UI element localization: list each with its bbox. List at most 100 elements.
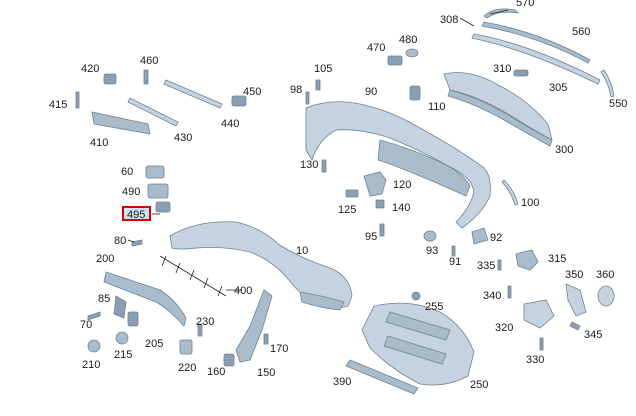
label-250[interactable]: 250 bbox=[470, 379, 488, 391]
label-480[interactable]: 480 bbox=[399, 34, 417, 46]
label-305[interactable]: 305 bbox=[549, 82, 567, 94]
part-120-bracket[interactable] bbox=[363, 171, 387, 197]
label-300[interactable]: 300 bbox=[555, 144, 573, 156]
part-210-grommet[interactable] bbox=[87, 339, 101, 353]
part-470-bracket[interactable] bbox=[387, 55, 403, 66]
part-570-trim-strip[interactable] bbox=[483, 8, 520, 19]
part-360-ring[interactable] bbox=[597, 285, 615, 307]
label-390[interactable]: 390 bbox=[333, 376, 351, 388]
part-320-housing[interactable] bbox=[523, 299, 555, 329]
label-70[interactable]: 70 bbox=[80, 319, 92, 331]
part-460-pin[interactable] bbox=[143, 69, 149, 85]
part-300-diffuser-edge[interactable] bbox=[447, 89, 553, 147]
part-495-cap[interactable] bbox=[155, 201, 171, 213]
label-170[interactable]: 170 bbox=[270, 343, 288, 355]
label-440[interactable]: 440 bbox=[221, 118, 239, 130]
label-415[interactable]: 415 bbox=[49, 99, 67, 111]
label-490[interactable]: 490 bbox=[122, 186, 140, 198]
part-215-grommet[interactable] bbox=[115, 331, 129, 345]
part-80-screw[interactable] bbox=[131, 239, 143, 247]
label-80[interactable]: 80 bbox=[114, 235, 126, 247]
label-140[interactable]: 140 bbox=[392, 202, 410, 214]
part-205-clip[interactable] bbox=[127, 311, 139, 327]
part-255-nut[interactable] bbox=[411, 291, 421, 301]
label-430[interactable]: 430 bbox=[174, 132, 192, 144]
part-110-sensor[interactable] bbox=[409, 85, 421, 101]
part-10-bumper-lip[interactable] bbox=[299, 291, 345, 311]
part-200-lower-beam[interactable] bbox=[103, 271, 187, 327]
part-415-screw[interactable] bbox=[75, 91, 80, 109]
label-93[interactable]: 93 bbox=[426, 245, 438, 257]
label-10[interactable]: 10 bbox=[296, 245, 308, 257]
label-335[interactable]: 335 bbox=[477, 260, 495, 272]
label-420[interactable]: 420 bbox=[81, 63, 99, 75]
label-210[interactable]: 210 bbox=[82, 359, 100, 371]
label-255[interactable]: 255 bbox=[425, 301, 443, 313]
label-410[interactable]: 410 bbox=[90, 137, 108, 149]
label-340[interactable]: 340 bbox=[483, 290, 501, 302]
label-90[interactable]: 90 bbox=[365, 86, 377, 98]
part-160-clip[interactable] bbox=[223, 353, 235, 367]
label-60[interactable]: 60 bbox=[121, 166, 133, 178]
label-110[interactable]: 110 bbox=[428, 101, 446, 113]
part-60-cover[interactable] bbox=[145, 165, 165, 179]
part-170-screw[interactable] bbox=[263, 333, 269, 345]
label-330[interactable]: 330 bbox=[526, 354, 544, 366]
label-205[interactable]: 205 bbox=[145, 338, 163, 350]
part-230-screw[interactable] bbox=[197, 323, 203, 337]
label-308[interactable]: 308 bbox=[440, 14, 458, 26]
part-560-chrome-strip[interactable] bbox=[481, 21, 591, 64]
label-470[interactable]: 470 bbox=[367, 42, 385, 54]
label-345[interactable]: 345 bbox=[584, 329, 602, 341]
label-550[interactable]: 550 bbox=[609, 98, 627, 110]
part-250-grille-rib-2[interactable] bbox=[383, 335, 447, 365]
part-220-sensor[interactable] bbox=[179, 339, 193, 355]
part-85-bracket[interactable] bbox=[113, 295, 127, 319]
label-125[interactable]: 125 bbox=[338, 204, 356, 216]
part-350-holder[interactable] bbox=[565, 283, 587, 317]
part-98-screw[interactable] bbox=[305, 91, 310, 105]
part-90-bumper-cover[interactable] bbox=[305, 101, 491, 229]
label-220[interactable]: 220 bbox=[178, 362, 196, 374]
part-90-bumper-inner[interactable] bbox=[377, 139, 471, 197]
label-91[interactable]: 91 bbox=[449, 256, 461, 268]
part-420-module[interactable] bbox=[103, 73, 117, 85]
label-460[interactable]: 460 bbox=[140, 55, 158, 67]
part-410-reinforcement[interactable] bbox=[91, 111, 151, 135]
label-560[interactable]: 560 bbox=[572, 26, 590, 38]
part-490-flap[interactable] bbox=[147, 183, 169, 199]
part-130-screw[interactable] bbox=[321, 159, 327, 173]
part-95-screw[interactable] bbox=[379, 223, 385, 237]
label-230[interactable]: 230 bbox=[196, 316, 214, 328]
part-450-holder[interactable] bbox=[231, 95, 247, 107]
label-400[interactable]: 400 bbox=[234, 285, 252, 297]
label-320[interactable]: 320 bbox=[495, 322, 513, 334]
part-430-rod[interactable] bbox=[127, 97, 179, 127]
label-150[interactable]: 150 bbox=[257, 367, 275, 379]
label-360[interactable]: 360 bbox=[596, 269, 614, 281]
label-92[interactable]: 92 bbox=[490, 232, 502, 244]
label-315[interactable]: 315 bbox=[548, 253, 566, 265]
part-345-clip[interactable] bbox=[569, 321, 581, 331]
part-440-rod[interactable] bbox=[163, 79, 223, 109]
part-150-side-bracket[interactable] bbox=[235, 289, 273, 363]
part-140-clip[interactable] bbox=[375, 199, 385, 209]
label-98[interactable]: 98 bbox=[290, 84, 302, 96]
part-310-clip[interactable] bbox=[513, 69, 529, 77]
part-93-grommet[interactable] bbox=[423, 230, 437, 242]
part-91-screw[interactable] bbox=[451, 245, 456, 257]
label-160[interactable]: 160 bbox=[207, 366, 225, 378]
label-495[interactable]: 495 bbox=[127, 209, 145, 221]
part-315-bracket[interactable] bbox=[515, 249, 539, 271]
part-100-side-strip[interactable] bbox=[501, 179, 519, 206]
label-105[interactable]: 105 bbox=[314, 63, 332, 75]
label-85[interactable]: 85 bbox=[98, 293, 110, 305]
label-200[interactable]: 200 bbox=[96, 253, 114, 265]
part-92-bracket[interactable] bbox=[471, 227, 489, 245]
part-125-clip[interactable] bbox=[345, 189, 359, 198]
label-130[interactable]: 130 bbox=[300, 159, 318, 171]
part-10-bumper-shell[interactable] bbox=[169, 221, 353, 309]
part-70-screw[interactable] bbox=[87, 311, 101, 321]
label-95[interactable]: 95 bbox=[365, 231, 377, 243]
label-350[interactable]: 350 bbox=[565, 269, 583, 281]
